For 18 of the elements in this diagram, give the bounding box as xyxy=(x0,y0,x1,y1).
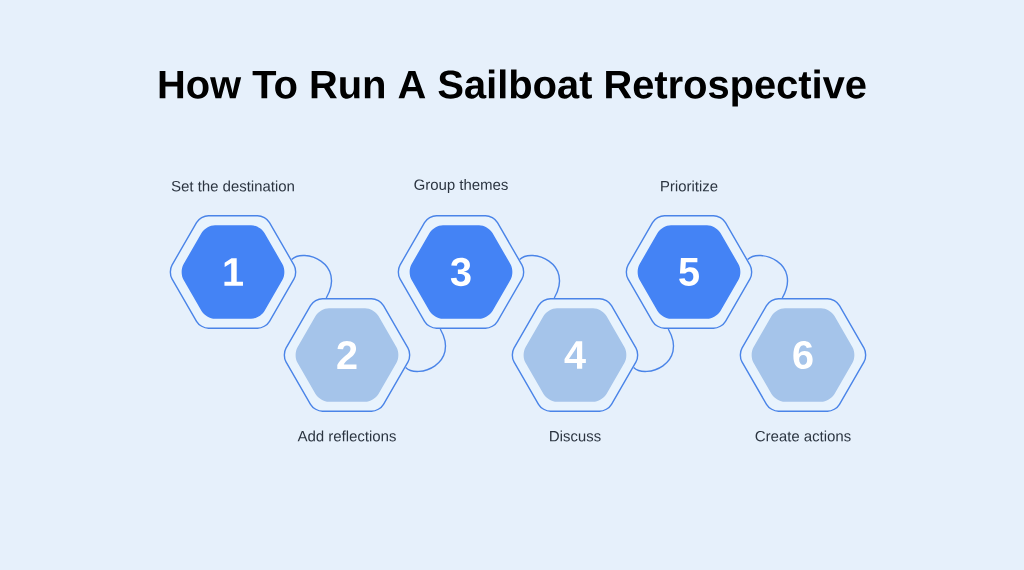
connector-arc xyxy=(518,254,561,299)
connector-arc xyxy=(290,254,333,299)
step-label: Add reflections xyxy=(297,430,396,442)
hexagon: 1 xyxy=(169,215,297,329)
step-label: Group themes xyxy=(414,179,508,193)
step-label: Set the destination xyxy=(171,180,294,192)
connector-arc xyxy=(746,254,789,299)
hexagon: 5 xyxy=(625,215,753,329)
hexagon: 6 xyxy=(739,298,867,412)
hexagon: 3 xyxy=(397,215,525,329)
connector-arc xyxy=(404,328,447,373)
step-label: Create actions xyxy=(755,430,851,442)
hexagon: 4 xyxy=(511,298,639,412)
title: How To Run A Sailboat Retrospective xyxy=(159,69,866,107)
step-label: Prioritize xyxy=(661,180,718,192)
hexagon: 2 xyxy=(283,298,411,412)
step-label: Discuss xyxy=(550,430,601,442)
connector-arc xyxy=(632,328,675,373)
